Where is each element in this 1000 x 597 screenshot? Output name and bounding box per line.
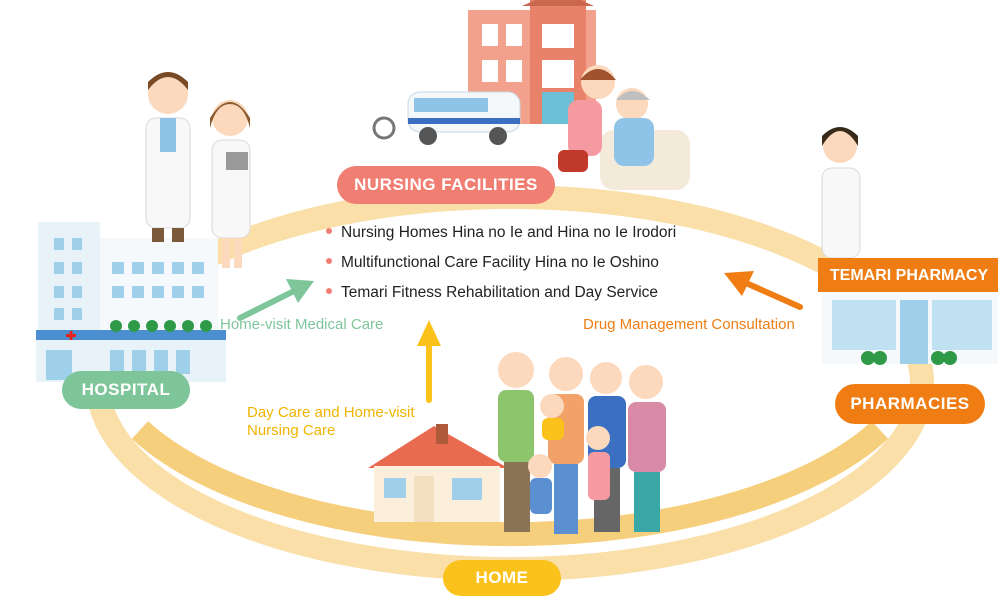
pharmacist-icon — [821, 127, 861, 259]
bullet-icon — [326, 227, 332, 234]
facility-item-text: Nursing Homes Hina no Ie and Hina no Ie … — [341, 224, 677, 241]
pharmacies-label: PHARMACIES — [835, 384, 985, 424]
facility-item: Nursing Homes Hina no Ie and Hina no Ie … — [326, 221, 676, 251]
nursing-facility-building-icon — [468, 0, 596, 124]
hospital-building-icon — [36, 222, 226, 382]
caregiver-with-elder-icon — [558, 65, 690, 190]
nursing-facilities-label: NURSING FACILITIES — [337, 166, 555, 204]
pharmacy-sign: TEMARI PHARMACY — [820, 260, 998, 292]
facility-item-text: Temari Fitness Rehabilitation and Day Se… — [341, 284, 659, 301]
care-bus-icon — [372, 91, 521, 145]
day-care-label-line2: Nursing Care — [247, 422, 336, 439]
facility-item-text: Multifunctional Care Facility Hina no Ie… — [341, 254, 659, 271]
drug-management-arrow — [724, 271, 803, 310]
drug-management-label: Drug Management Consultation — [583, 316, 795, 333]
medical-care-label: Home-visit Medical Care — [220, 316, 384, 333]
day-care-arrow — [417, 320, 441, 403]
doctors-icon — [145, 72, 251, 268]
facility-item: Temari Fitness Rehabilitation and Day Se… — [326, 281, 676, 311]
medical-care-arrow — [237, 279, 314, 321]
house-icon — [368, 424, 508, 522]
bullet-icon — [326, 257, 332, 264]
day-care-label: Day Care and Home-visit Nursing Care — [247, 404, 415, 440]
bullet-icon — [326, 287, 332, 294]
family-icon — [498, 352, 666, 534]
home-label: HOME — [443, 560, 561, 596]
day-care-label-line1: Day Care and Home-visit — [247, 404, 415, 421]
facility-list: Nursing Homes Hina no Ie and Hina no Ie … — [326, 221, 676, 311]
hospital-label: HOSPITAL — [62, 371, 190, 409]
facility-item: Multifunctional Care Facility Hina no Ie… — [326, 251, 676, 281]
